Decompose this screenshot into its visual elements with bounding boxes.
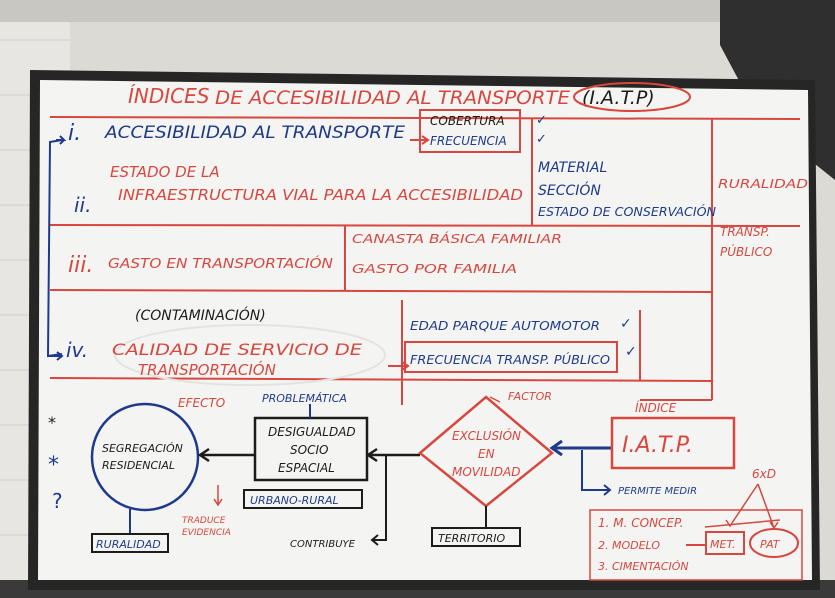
six-d-label: 6xD <box>752 467 776 481</box>
exclusion-line3: MOVILIDAD <box>452 465 520 479</box>
table-lines <box>49 109 801 405</box>
row4-arrow <box>388 361 410 371</box>
diagram-problematica: PROBLEMÁTICA <box>262 392 347 405</box>
row1-sub-frecuencia: FRECUENCIA <box>430 134 507 148</box>
ceiling-band <box>0 0 835 22</box>
row3-item-gasto: GASTO POR FAMILIA <box>352 262 517 276</box>
arrow-permite-medir <box>581 450 612 496</box>
side-transp: TRANSP. <box>720 225 770 239</box>
ruralidad-label: RURALIDAD <box>96 538 161 551</box>
row1-numeral: i. <box>68 121 81 146</box>
row4-note: (CONTAMINACIÓN) <box>135 306 266 324</box>
row2-numeral: ii. <box>74 193 91 217</box>
row4-check1: ✓ <box>620 316 632 332</box>
diagram-factor: FACTOR <box>508 390 552 403</box>
method-item-1: 1. M. CONCEP. <box>598 516 683 530</box>
territorio-box <box>431 527 521 547</box>
pat-label: PAT <box>760 538 781 551</box>
row4-check2: ✓ <box>625 344 637 360</box>
arrow-desigualdad-segregacion <box>197 447 255 463</box>
arrow-traduce <box>213 485 223 507</box>
desigualdad-line1: DESIGUALDAD <box>268 425 356 439</box>
territorio-label: TERRITORIO <box>438 532 505 545</box>
permite-medir-label: PERMITE MEDIR <box>618 486 697 497</box>
title-abbrev: (I.A.T.P) <box>582 87 655 109</box>
row3-item-canasta: CANASTA BÁSICA FAMILIAR <box>352 231 562 246</box>
side-mark-star: * <box>48 413 56 432</box>
evidencia-label: EVIDENCIA <box>182 528 231 538</box>
row4-label-outline <box>114 324 386 386</box>
row4-numeral: iv. <box>66 338 88 362</box>
segregacion-circle <box>90 402 200 512</box>
method-item-2: 2. MODELO <box>598 539 660 552</box>
row4-left-arrow <box>48 351 64 361</box>
row1-label: ACCESIBILIDAD AL TRANSPORTE <box>104 123 405 143</box>
row1-check1: ✓ <box>536 113 547 128</box>
title-main: DE ACCESIBILIDAD AL TRANSPORTE <box>215 87 570 109</box>
method-list-box <box>589 509 803 581</box>
six-d-arrows <box>725 483 779 530</box>
row2-line2: INFRAESTRUCTURA VIAL PARA LA ACCESIBILID… <box>118 186 523 204</box>
row4-item-edad: EDAD PARQUE AUTOMOTOR <box>410 319 600 333</box>
segregacion-line1: SEGREGACIÓN <box>102 442 183 455</box>
ruralidad-box <box>91 533 169 553</box>
row4-item-frecuencia: FRECUENCIA TRANSP. PÚBLICO <box>410 352 610 367</box>
arrow-iatp-exclusion <box>549 439 612 457</box>
urbano-rural-label: URBANO-RURAL <box>250 494 339 507</box>
row1-sub-cobertura: COBERTURA <box>430 114 505 128</box>
row1-check2: ✓ <box>536 132 547 147</box>
segregacion-line2: RESIDENCIAL <box>102 459 175 472</box>
met-box <box>705 531 745 555</box>
arrow-exclusion-desigualdad <box>365 447 420 463</box>
desigualdad-line3: ESPACIAL <box>278 461 335 475</box>
row2-item-material: MATERIAL <box>538 160 607 176</box>
method-strike <box>704 519 781 528</box>
row3-numeral: iii. <box>68 253 93 278</box>
traduce-label: TRADUCE <box>182 516 226 526</box>
iatp-box <box>610 416 736 470</box>
row4-line2: TRANSPORTACIÓN <box>138 360 276 379</box>
urbano-rural-box <box>243 489 363 509</box>
diagram-indice: ÍNDICE <box>635 400 677 415</box>
title-abbrev-circle <box>573 82 691 112</box>
iatp-label: I.A.T.P. <box>622 433 693 458</box>
row4-line1: CALIDAD DE SERVICIO DE <box>112 340 363 359</box>
exclusion-line2: EN <box>478 447 495 461</box>
side-ruralidad: RURALIDAD <box>718 177 808 191</box>
title-red-word: ÍNDICES <box>128 84 210 108</box>
side-publico: PÚBLICO <box>720 244 772 259</box>
method-item-3: 3. CIMENTACIÓN <box>598 560 689 573</box>
side-mark-star-blue: * <box>48 453 59 478</box>
row3-label: GASTO EN TRANSPORTACIÓN <box>108 256 333 272</box>
side-mark-curve: ? <box>52 489 63 513</box>
met-label: MET. <box>710 538 735 551</box>
row2-line1: ESTADO DE LA <box>110 163 220 181</box>
exclusion-line1: EXCLUSIÓN <box>452 428 521 443</box>
row2-item-seccion: SECCIÓN <box>538 181 601 199</box>
factor-pointer <box>489 396 501 403</box>
diagram-efecto: EFECTO <box>178 396 225 410</box>
row2-item-estado: ESTADO DE CONSERVACIÓN <box>538 204 716 219</box>
row1-arrow <box>410 135 430 145</box>
contribuye-label: CONTRIBUYE <box>290 539 356 550</box>
desigualdad-line2: SOCIO <box>290 443 328 457</box>
